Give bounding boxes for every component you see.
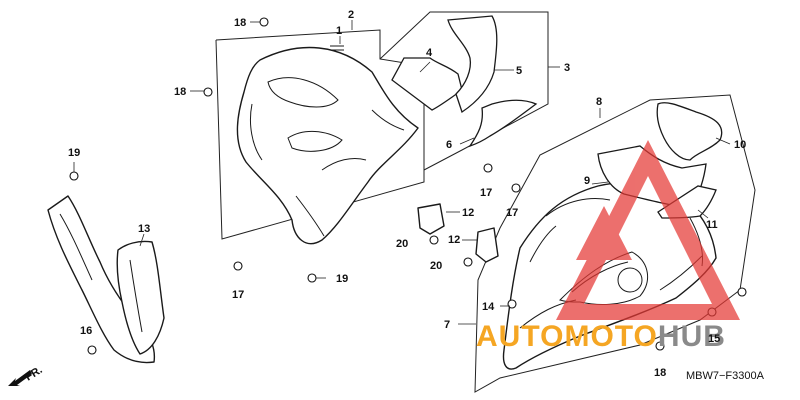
callout-18: 18 xyxy=(174,86,186,98)
brackets-12 xyxy=(417,203,499,263)
callout-4: 4 xyxy=(426,47,433,59)
callout-2: 2 xyxy=(348,9,354,21)
callouts: 18 2 1 18 4 5 3 6 8 10 9 11 19 17 17 12 … xyxy=(68,9,746,379)
diagram-code: MBW7−F3300A xyxy=(686,370,765,382)
watermark-word-3: HUB xyxy=(658,320,726,353)
callout-11: 11 xyxy=(706,219,718,231)
callout-15: 15 xyxy=(708,333,720,345)
callout-3: 3 xyxy=(564,62,570,74)
callout-13: 13 xyxy=(138,223,150,235)
callout-8: 8 xyxy=(596,96,602,108)
callout-17: 17 xyxy=(232,289,244,301)
callout-14: 14 xyxy=(482,301,495,313)
callout-20: 20 xyxy=(430,260,442,272)
callout-17: 17 xyxy=(480,187,492,199)
callout-18: 18 xyxy=(654,367,666,379)
callout-9: 9 xyxy=(584,175,590,187)
callout-6: 6 xyxy=(446,139,452,151)
fasteners xyxy=(69,17,747,355)
callout-7: 7 xyxy=(444,319,450,331)
callout-19: 19 xyxy=(336,273,348,285)
watermark-triangle-icon xyxy=(556,140,740,320)
watermark-logo xyxy=(556,140,740,320)
callout-12: 12 xyxy=(462,207,474,219)
callout-18: 18 xyxy=(234,17,246,29)
callout-5: 5 xyxy=(516,65,522,77)
front-arrow-icon xyxy=(8,370,32,386)
watermark-word-1: AUTO xyxy=(476,320,564,353)
callout-12: 12 xyxy=(448,234,460,246)
watermark-word-2: MOTO xyxy=(564,320,657,353)
side-panels xyxy=(47,195,165,364)
callout-19: 19 xyxy=(68,147,80,159)
callout-10: 10 xyxy=(734,139,746,151)
direction-label: FR. xyxy=(23,364,44,384)
callout-16: 16 xyxy=(80,325,92,337)
callout-20: 20 xyxy=(396,238,408,250)
inner-pads xyxy=(391,15,538,148)
left-under-cowl xyxy=(236,45,419,245)
leader-lines xyxy=(73,20,731,325)
front-direction-indicator: FR. xyxy=(8,364,45,386)
frame-part-3 xyxy=(379,11,549,171)
watermark-text: AUTOMOTOHUB xyxy=(476,320,726,353)
callout-17: 17 xyxy=(506,207,518,219)
watermark-triangle-inner-icon xyxy=(576,206,632,260)
callout-1: 1 xyxy=(336,25,342,37)
